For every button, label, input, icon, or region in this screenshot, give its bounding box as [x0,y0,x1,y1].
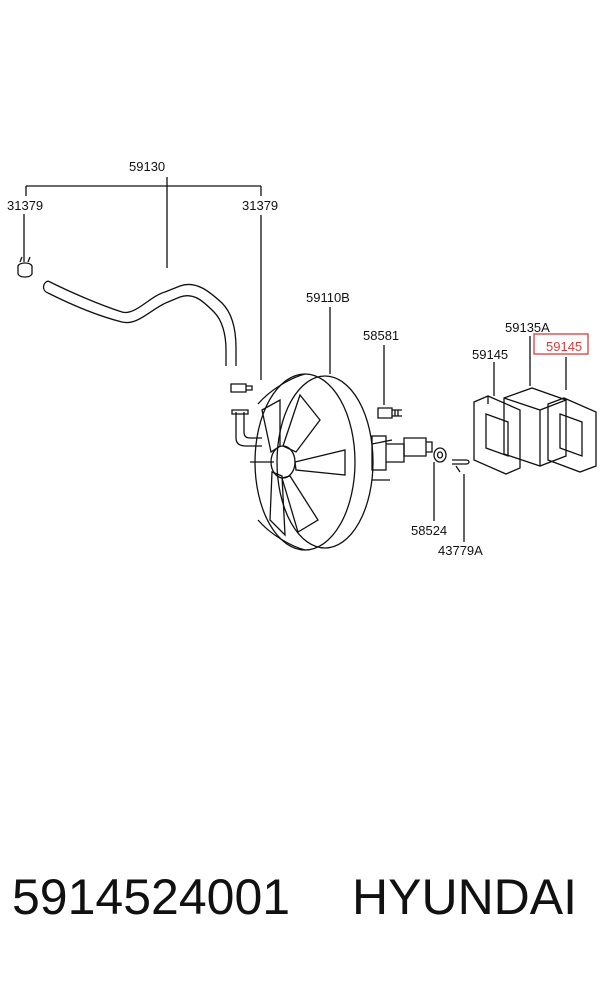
part-number: 5914524001 [12,869,291,925]
spacer-block-icon [503,387,567,467]
highlight-box [533,333,589,355]
label-pin: 43779A [438,543,483,558]
label-clamp-left: 31379 [7,198,43,213]
bolt-icon [377,407,402,419]
label-hose-assembly: 59130 [129,159,165,174]
label-clamp-right: 31379 [242,198,278,213]
label-gasket-kit: 59135A [505,320,550,335]
hose-end-left [42,280,49,294]
clevis-icon [403,437,433,457]
label-bolt: 58581 [363,328,399,343]
label-gasket-highlighted: 59145 [546,339,582,354]
check-valve [231,409,262,447]
clamp-right-icon [230,383,253,393]
vacuum-hose [47,280,237,366]
gasket-front-icon [473,395,521,475]
brake-booster [250,373,405,551]
gasket-rear-icon [547,397,597,473]
part-caption: 5914524001 HYUNDAI [0,868,600,958]
label-nut: 58524 [411,523,447,538]
label-booster: 59110B [306,290,350,305]
clamp-left-icon [17,256,33,278]
nut-icon [433,447,447,463]
brand-name: HYUNDAI [352,869,578,925]
label-gasket-front: 59145 [472,347,508,362]
pin-icon [452,459,470,473]
